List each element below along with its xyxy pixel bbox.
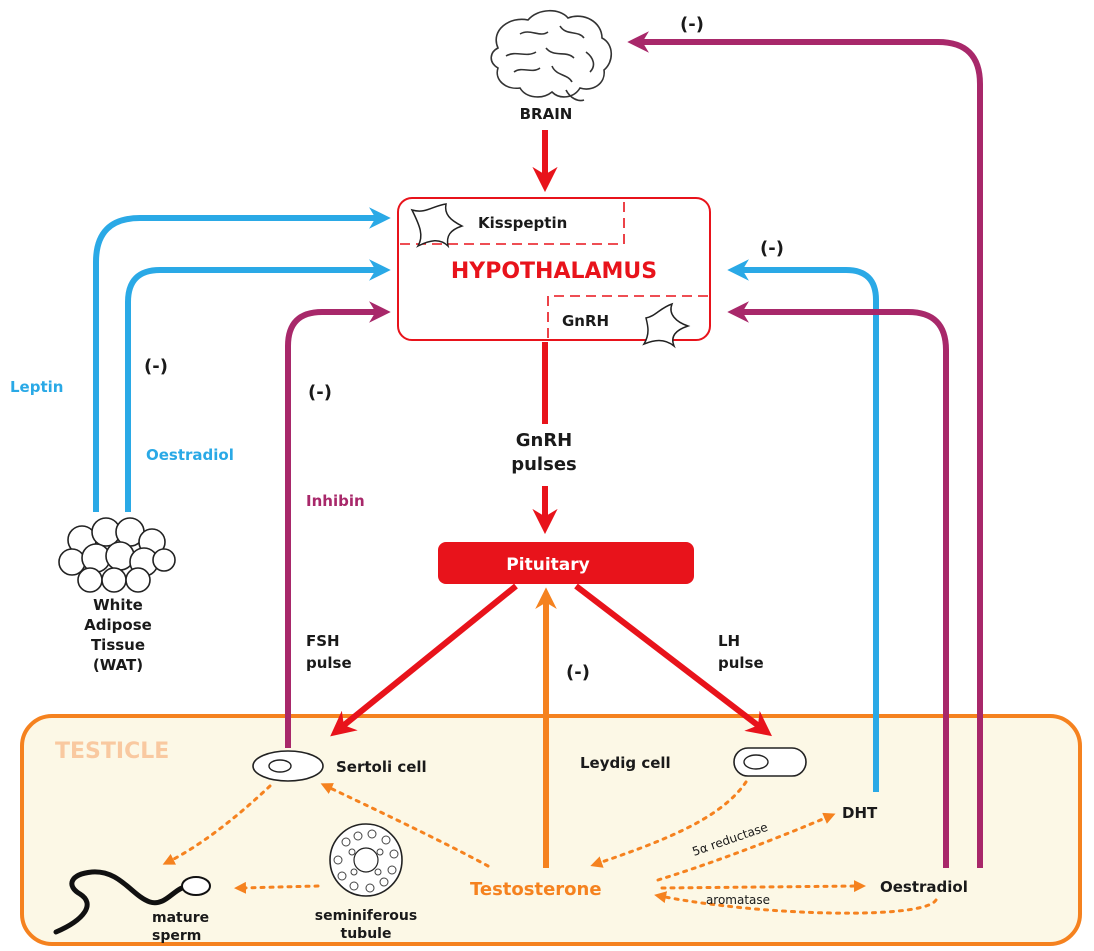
kisspeptin-compartment: [400, 200, 625, 245]
neuron-icon: [410, 203, 464, 249]
fsh-arrow: [330, 583, 518, 737]
gnrh-pulses-label: GnRH: [516, 430, 573, 451]
tubule-label: seminiferous: [315, 908, 417, 924]
dht-feedback-arrow: [727, 259, 879, 792]
neuron-icon: [642, 302, 691, 349]
lh-label-2: pulse: [718, 654, 764, 672]
inhibin-arrow: [285, 301, 391, 748]
wat-oestradiol-label: Oestradiol: [146, 446, 234, 464]
lh-arrow: [574, 583, 773, 737]
oestradiol-to-brain-arrow: [627, 31, 983, 868]
leydig-to-testosterone-arrow: [590, 780, 748, 868]
sperm-label: mature: [152, 910, 209, 926]
dht-label: DHT: [842, 804, 878, 822]
testicle-label: TESTICLE: [55, 739, 169, 764]
testosterone-label: Testosterone: [470, 879, 602, 900]
testosterone-to-sertoli-arrow: [320, 783, 490, 868]
testosterone-negative: (-): [566, 662, 590, 683]
leptin-arrow: [93, 207, 391, 512]
conversion-arrows: [162, 780, 938, 915]
inhibin-label: Inhibin: [306, 492, 365, 510]
oestradiol-testis-label: Oestradiol: [880, 878, 968, 896]
dht-negative: (-): [760, 238, 784, 259]
sperm-label-2: sperm: [152, 928, 201, 944]
fsh-label-2: pulse: [306, 654, 352, 672]
gnrh-label: GnRH: [562, 312, 609, 330]
fsh-label: FSH: [306, 632, 340, 650]
tubule-to-sperm-arrow: [234, 881, 320, 894]
leptin-label: Leptin: [10, 378, 63, 396]
hypothalamus-label: HYPOTHALAMUS: [451, 259, 657, 284]
sertoli-label: Sertoli cell: [336, 758, 427, 776]
hypothalamus-box: [397, 197, 711, 341]
brain-label: BRAIN: [520, 105, 573, 123]
testosterone-to-oestradiol-arrow: [660, 880, 866, 893]
oestradiol-to-tubule-arrow: [654, 891, 938, 915]
tubule-icon: [329, 823, 403, 897]
gnrh-compartment: [547, 295, 708, 338]
wat-label-2: Adipose: [84, 616, 152, 634]
brain-negative: (-): [680, 14, 704, 35]
testosterone-to-dht-arrow: [656, 812, 836, 882]
wat-oestradiol-arrow: [125, 259, 391, 512]
sperm-icon: [53, 869, 211, 935]
tubule-label-2: tubule: [341, 926, 392, 942]
leydig-label: Leydig cell: [580, 754, 671, 772]
kisspeptin-label: Kisspeptin: [478, 214, 567, 232]
wat-oestradiol-negative: (-): [144, 356, 168, 377]
cell-icon: [733, 747, 807, 777]
pituitary-box: [438, 542, 694, 584]
fat-cells-icon: [58, 517, 176, 593]
inhibin-negative: (-): [308, 382, 332, 403]
wat-label: White: [93, 596, 143, 614]
oestradiol-to-hypothalamus-arrow: [727, 301, 949, 868]
brain-icon: [490, 9, 613, 102]
aromatase-label: aromatase: [706, 893, 770, 907]
cell-icon: [252, 750, 324, 782]
pituitary-label: Pituitary: [506, 555, 589, 575]
lh-label: LH: [718, 632, 740, 650]
wat-label-4: (WAT): [93, 656, 143, 674]
wat-label-3: Tissue: [91, 636, 145, 654]
gnrh-pulses-label-2: pulses: [511, 454, 577, 475]
